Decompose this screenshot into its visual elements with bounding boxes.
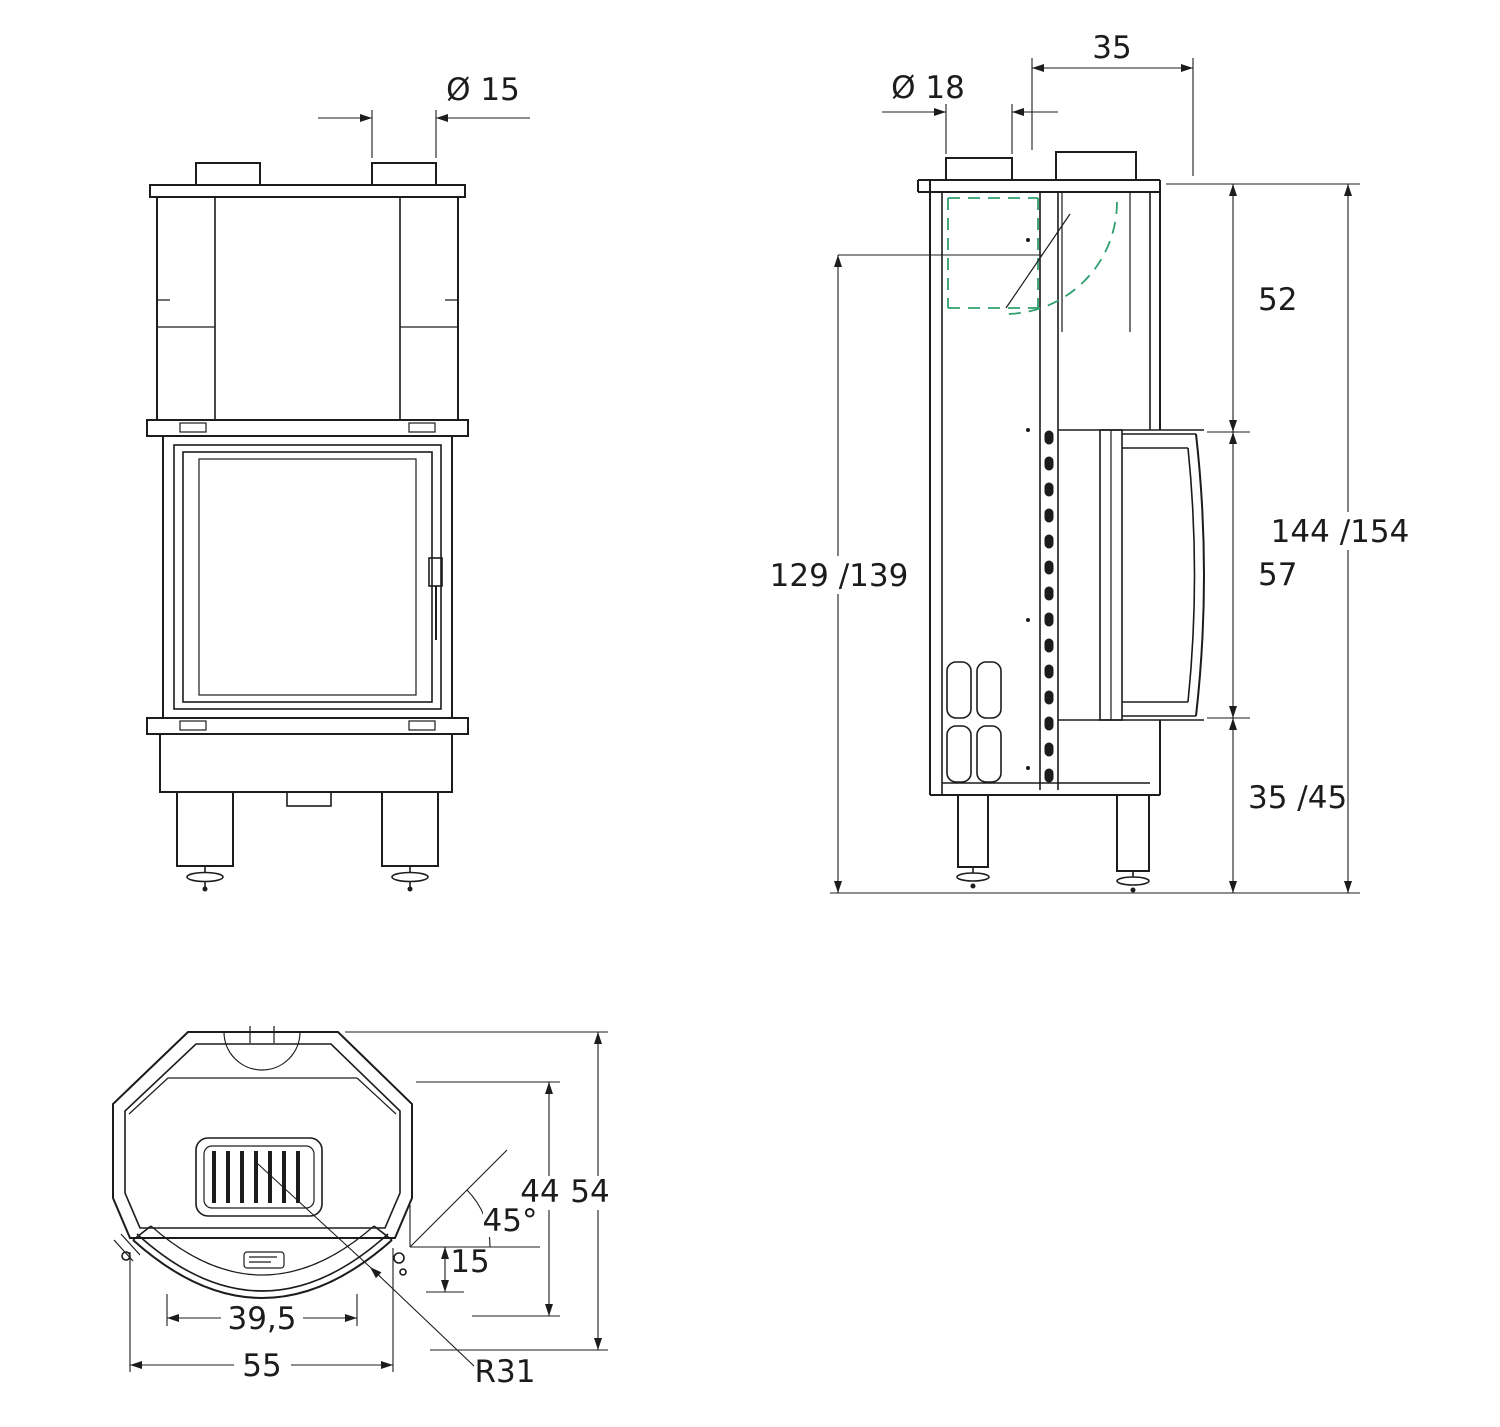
top-flange (146, 419, 469, 437)
dim-front-offset: 15 (450, 1244, 489, 1280)
dim-total-depth: 54 (570, 1174, 609, 1210)
dimensions-front: Ø 15 (318, 72, 530, 158)
upper-body (156, 196, 459, 421)
plan-outer-body (112, 1031, 413, 1239)
dim-total-height: 144 /154 (1271, 514, 1410, 550)
bowed-door-arc (113, 1225, 407, 1299)
plan-view: 54 44 45° 15 39,5 55 (112, 1026, 616, 1390)
front-flue-collar (1055, 151, 1137, 181)
dim-rear-flue-diameter: Ø 18 (891, 70, 965, 106)
base-and-legs (159, 733, 453, 892)
air-vents (946, 661, 1002, 783)
front-view: Ø 15 (146, 72, 530, 892)
side-legs (956, 794, 1150, 893)
dim-door-angle: 45° (483, 1203, 538, 1239)
dim-upper-section-height: 52 (1258, 282, 1297, 318)
grate (195, 1137, 323, 1217)
plan-inner-wall (124, 1043, 401, 1229)
dim-door-height: 57 (1258, 557, 1297, 593)
dimensions-plan: 54 44 45° 15 39,5 55 (129, 1031, 616, 1390)
dim-grate-width: 39,5 (227, 1301, 296, 1337)
viewing-door (162, 435, 453, 719)
optional-flue-outline-dashed (947, 197, 1118, 315)
side-body (917, 151, 1205, 893)
dim-flue-offset: 35 (1092, 30, 1131, 66)
plan-flue-semicircle (223, 1031, 301, 1071)
brand-emblem (243, 1251, 285, 1269)
dim-overall-width: 55 (242, 1348, 281, 1384)
dim-door-radius: R31 (475, 1354, 536, 1390)
side-view: Ø 18 35 129 /139 52 57 35 /45 144 /154 (768, 30, 1410, 894)
door-handle (428, 557, 443, 640)
dim-rear-outlet-height: 129 /139 (770, 558, 909, 594)
flue-elbow-seam (1005, 213, 1071, 309)
side-door (1099, 429, 1205, 721)
dim-front-flue-diameter: Ø 15 (446, 72, 520, 108)
top-plate (149, 184, 466, 198)
dimensions-side: Ø 18 35 129 /139 52 57 35 /45 144 /154 (768, 30, 1410, 894)
dim-base-height: 35 /45 (1248, 780, 1347, 816)
door-glass (198, 458, 417, 696)
rear-flue-collar (945, 157, 1013, 181)
adjustable-foot-left (186, 866, 224, 892)
flue-elbow-dashed-arc (1004, 201, 1118, 315)
adjustable-foot-right (391, 866, 429, 892)
door-latch-knob (393, 1252, 405, 1264)
bottom-flange (146, 717, 469, 735)
front-flue-collars (195, 162, 437, 186)
